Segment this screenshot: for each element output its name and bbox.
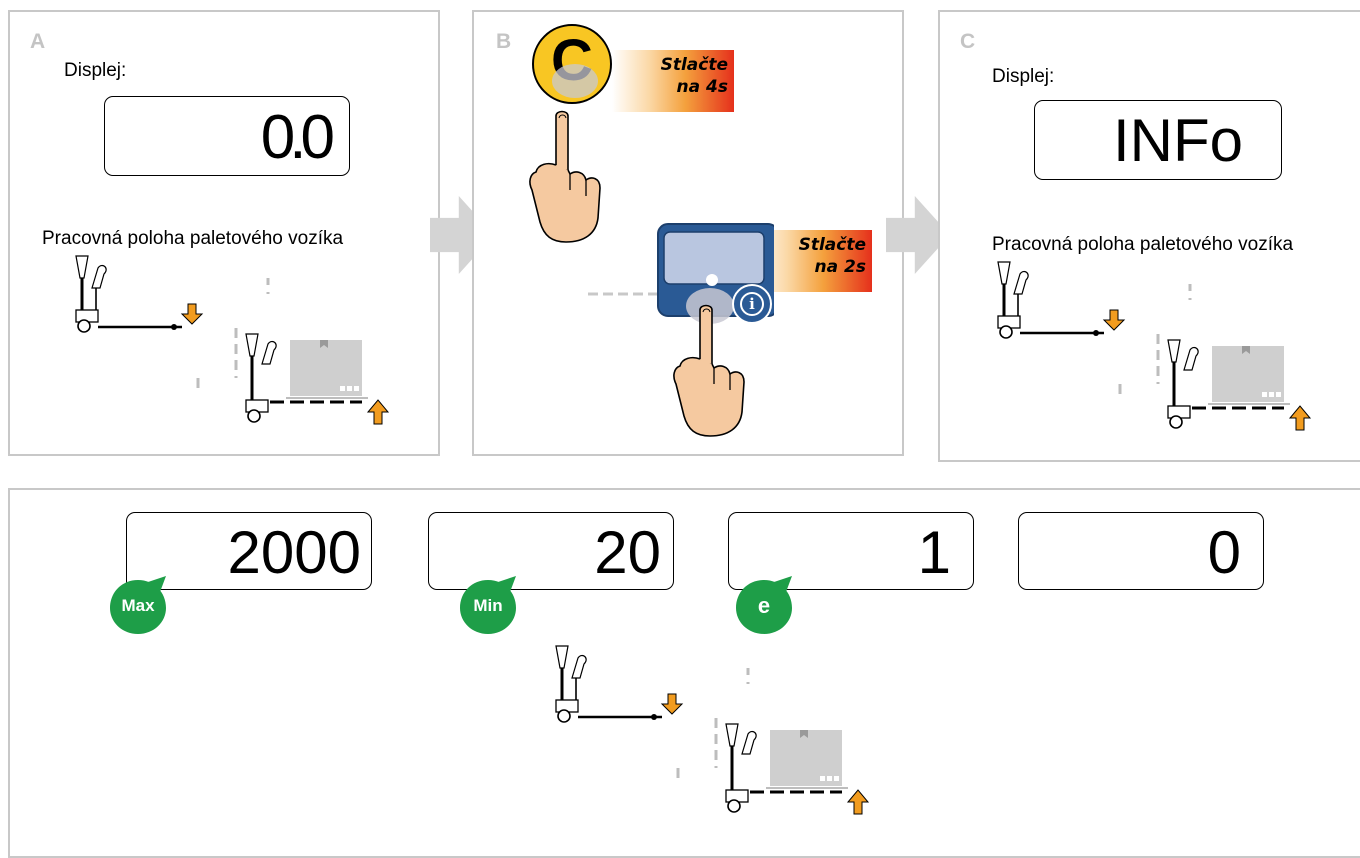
pallet-truck-icon xyxy=(554,644,870,816)
badge-min-label: Min xyxy=(473,596,503,615)
panel-b-letter: B xyxy=(496,30,512,53)
press-spot xyxy=(552,64,598,98)
bottom-panel: 2000 20 1 0 Max Min e xyxy=(8,488,1360,858)
info-icon-glyph: i xyxy=(749,295,755,313)
badge-max-label: Max xyxy=(121,596,155,615)
panel-a: A Displej: 0.0 Pracovná poloha paletovéh… xyxy=(8,10,440,456)
panel-c-display: INFo xyxy=(1034,100,1282,180)
press-info-line2: na 2s xyxy=(814,257,866,277)
press-c-line2: na 4s xyxy=(676,77,728,97)
panel-c-letter: C xyxy=(960,30,976,53)
display-zero-value: 0 xyxy=(1207,519,1241,586)
display-e-value: 1 xyxy=(917,519,951,586)
display-min-value: 20 xyxy=(594,519,661,586)
panel-a-display: 0.0 xyxy=(104,96,350,176)
badge-min: Min xyxy=(458,576,518,636)
info-button[interactable]: i xyxy=(732,284,772,324)
panel-a-display-label: Displej: xyxy=(64,60,127,81)
display-max: 2000 xyxy=(126,512,372,590)
display-max-value: 2000 xyxy=(227,519,361,586)
display-e: 1 xyxy=(728,512,974,590)
panel-a-position-label: Pracovná poloha paletového vozíka xyxy=(42,228,344,249)
panel-c: C Displej: INFo Pracovná poloha paletové… xyxy=(938,10,1360,462)
panel-c-display-value: INFo xyxy=(1112,107,1243,174)
panel-b: B Stlačte na 4s C Stlačte na 2s i xyxy=(472,10,904,456)
panel-a-letter: A xyxy=(30,30,46,53)
panel-a-display-value: 0.0 xyxy=(260,103,335,172)
badge-e: e xyxy=(734,576,794,636)
pallet-truck-icon xyxy=(996,260,1312,432)
press-c-label: Stlačte na 4s xyxy=(612,50,734,112)
display-min: 20 xyxy=(428,512,674,590)
badge-max: Max xyxy=(108,576,168,636)
pointing-hand-icon xyxy=(673,304,745,437)
panel-c-display-label: Displej: xyxy=(992,66,1055,87)
panel-c-position-label: Pracovná poloha paletového vozíka xyxy=(992,234,1294,255)
press-c-line1: Stlačte xyxy=(660,55,728,75)
c-button[interactable]: C xyxy=(532,24,612,104)
press-info-line1: Stlačte xyxy=(798,235,866,255)
display-zero: 0 xyxy=(1018,512,1264,590)
info-icon: i xyxy=(740,292,764,316)
badge-e-label: e xyxy=(757,593,771,618)
pallet-truck-icon xyxy=(74,254,390,426)
